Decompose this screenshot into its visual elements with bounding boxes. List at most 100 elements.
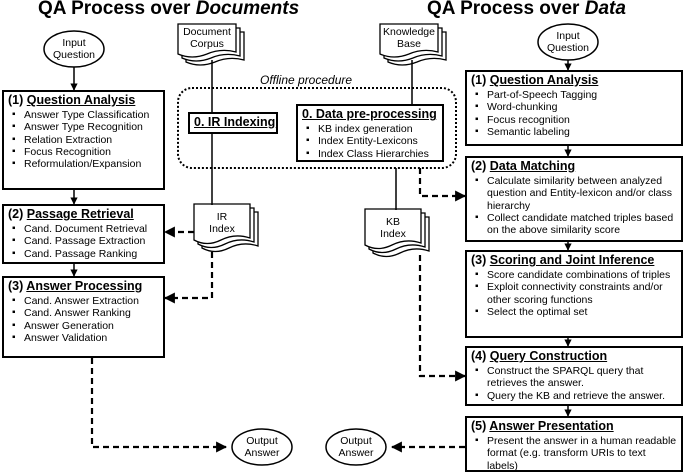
doc-corpus-line1: Document <box>183 26 231 38</box>
list-item: Semantic labeling <box>471 126 677 139</box>
list-item: Cand. Passage Ranking <box>8 248 159 261</box>
output-answer-oval-right <box>325 428 387 466</box>
ir-indexing-box: 0. IR Indexing <box>188 112 278 134</box>
input-right-line2: Question <box>546 42 590 54</box>
knowledge-base-label: Knowledge Base <box>380 26 438 50</box>
list-item: Focus recognition <box>471 114 677 127</box>
passage-retrieval-list: Cand. Document Retrieval Cand. Passage E… <box>8 223 159 260</box>
left-question-analysis-list: Answer Type Classification Answer Type R… <box>8 109 159 171</box>
right-title-emphasis: Data <box>584 0 626 19</box>
answer-presentation-list: Present the answer in a human readable f… <box>471 435 677 472</box>
list-item: Answer Type Recognition <box>8 121 159 134</box>
list-item: Collect candidate matched triples based … <box>471 212 677 237</box>
offline-procedure-region <box>177 87 457 169</box>
right-title-prefix: QA Process over <box>427 0 585 19</box>
data-matching-list: Calculate similarity between analyzed qu… <box>471 175 677 236</box>
step-number: (1) <box>8 93 27 107</box>
list-item: Cand. Answer Ranking <box>8 307 159 320</box>
doc-corpus-line2: Corpus <box>190 38 224 50</box>
list-item: Answer Generation <box>8 320 159 333</box>
ir-index-to-answer-arrow <box>163 252 214 304</box>
kb-index-label: KB Index <box>365 216 421 240</box>
answer-processing-title: Answer Processing <box>26 279 143 293</box>
list-item: Construct the SPARQL query that retrieve… <box>471 365 677 390</box>
list-item: Cand. Answer Extraction <box>8 295 159 308</box>
data-matching-box: (2) Data Matching Calculate similarity b… <box>465 156 683 242</box>
list-item: Select the optimal set <box>471 306 677 319</box>
list-item: Calculate similarity between analyzed qu… <box>471 175 677 212</box>
left-question-analysis-box: (1) Question Analysis Answer Type Classi… <box>2 90 165 190</box>
list-item: Exploit connectivity constraints and/or … <box>471 281 677 306</box>
list-item: Answer Validation <box>8 332 159 345</box>
kb-index-shape <box>364 208 430 258</box>
list-item: Index Entity-Lexicons <box>302 135 438 148</box>
preprocessing-to-matching-arrow <box>418 168 467 202</box>
data-preprocessing-title: 0. Data pre-processing <box>302 107 437 121</box>
step-number: (1) <box>471 73 490 87</box>
scoring-joint-inference-list: Score candidate combinations of triples … <box>471 269 677 318</box>
kb-line2: Base <box>397 38 421 50</box>
answer-processing-box: (3) Answer Processing Cand. Answer Extra… <box>2 276 165 358</box>
output-answer-label-left: Output Answer <box>232 435 292 459</box>
output-answer-oval-left <box>231 428 293 466</box>
left-title: QA Process over Documents <box>38 0 299 20</box>
list-item: Cand. Document Retrieval <box>8 223 159 236</box>
step-number: (2) <box>8 207 27 221</box>
step-number: (3) <box>471 253 490 267</box>
right-title: QA Process over Data <box>427 0 626 20</box>
list-item: Index Class Hierarchies <box>302 148 438 161</box>
list-item: Cand. Passage Extraction <box>8 235 159 248</box>
left-question-analysis-title: Question Analysis <box>26 93 136 107</box>
data-preprocessing-box: 0. Data pre-processing KB index generati… <box>296 104 444 162</box>
ir-index-line2: Index <box>209 223 235 235</box>
document-corpus-shape <box>177 23 245 66</box>
passage-retrieval-title: Passage Retrieval <box>26 207 134 221</box>
right-question-analysis-list: Part-of-Speech Tagging Word-chunking Foc… <box>471 89 677 138</box>
answer-presentation-box: (5) Answer Presentation Present the answ… <box>465 416 683 472</box>
kb-index-to-query-arrow <box>418 255 467 382</box>
kb-index-line2: Index <box>380 228 406 240</box>
kb-line1: Knowledge <box>383 26 435 38</box>
scoring-joint-inference-box: (3) Scoring and Joint Inference Score ca… <box>465 250 683 338</box>
right-question-analysis-title: Question Analysis <box>489 73 599 87</box>
input-question-label-right: Input Question <box>538 30 598 54</box>
left-title-emphasis: Documents <box>195 0 300 19</box>
list-item: Query the KB and retrieve the answer. <box>471 390 677 403</box>
query-construction-list: Construct the SPARQL query that retrieve… <box>471 365 677 402</box>
kb-index-line1: KB <box>385 216 400 228</box>
ir-index-shape <box>193 203 259 253</box>
document-corpus-label: Document Corpus <box>178 26 236 50</box>
data-matching-title: Data Matching <box>489 159 576 173</box>
query-construction-title: Query Construction <box>489 349 608 363</box>
answer-to-output-arrow <box>90 358 228 453</box>
answer-processing-list: Cand. Answer Extraction Cand. Answer Ran… <box>8 295 159 344</box>
step-number: (5) <box>471 419 490 433</box>
list-item: Answer Type Classification <box>8 109 159 122</box>
step-number: (3) <box>8 279 27 293</box>
list-item: Present the answer in a human readable f… <box>471 435 677 472</box>
ir-index-line1: IR <box>216 211 228 223</box>
list-item: Reformulation/Expansion <box>8 158 159 171</box>
input-left-line1: Input <box>62 37 86 49</box>
list-item: Score candidate combinations of triples <box>471 269 677 282</box>
passage-retrieval-box: (2) Passage Retrieval Cand. Document Ret… <box>2 204 165 264</box>
knowledge-base-shape <box>379 23 447 66</box>
output-right-line1: Output <box>340 435 372 447</box>
output-right-line2: Answer <box>338 447 374 459</box>
ir-indexing-title: 0. IR Indexing <box>194 115 276 129</box>
list-item: Word-chunking <box>471 101 677 114</box>
list-item: Relation Extraction <box>8 134 159 147</box>
list-item: Focus Recognition <box>8 146 159 159</box>
right-question-analysis-box: (1) Question Analysis Part-of-Speech Tag… <box>465 70 683 146</box>
step-number: (2) <box>471 159 490 173</box>
input-right-line1: Input <box>556 30 580 42</box>
query-construction-box: (4) Query Construction Construct the SPA… <box>465 346 683 406</box>
left-title-prefix: QA Process over <box>38 0 196 19</box>
output-answer-label-right: Output Answer <box>326 435 386 459</box>
ir-index-label: IR Index <box>194 211 250 235</box>
answer-presentation-title: Answer Presentation <box>489 419 614 433</box>
list-item: KB index generation <box>302 123 438 136</box>
step-number: (4) <box>471 349 490 363</box>
